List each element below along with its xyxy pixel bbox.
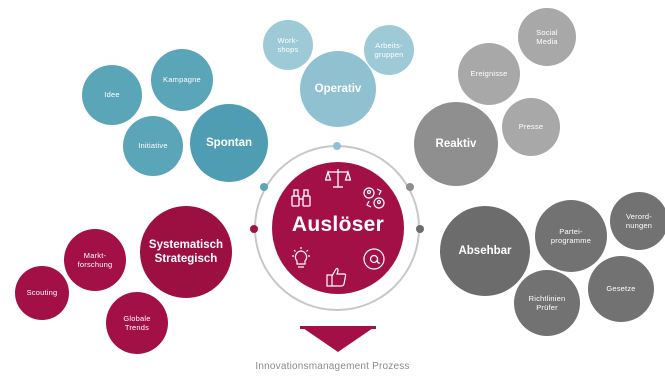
- ring-dot-upper-left: [260, 183, 268, 191]
- binoculars-icon: [291, 189, 311, 207]
- bubble-workshops: Work- shops: [263, 20, 313, 70]
- bubble-reaktiv: Reaktiv: [414, 102, 498, 186]
- bubble-scouting: Scouting: [15, 266, 69, 320]
- ring-dot-left: [250, 225, 258, 233]
- bubble-social-media: Social Media: [518, 8, 576, 66]
- lightbulb-icon: [292, 247, 310, 268]
- bubble-absehbar: Absehbar: [440, 206, 530, 296]
- bubble-initiative: Initiative: [123, 116, 183, 176]
- bubble-spontan: Spontan: [190, 104, 268, 182]
- bubble-gesetze: Gesetze: [588, 256, 654, 322]
- bubble-globale-trends: Globale Trends: [106, 292, 168, 354]
- bubble-marktforschung: Markt- forschung: [64, 229, 126, 291]
- bubble-kampagne: Kampagne: [151, 49, 213, 111]
- ring-dot-right: [416, 225, 424, 233]
- at-sign-icon: [363, 248, 385, 270]
- bubble-arbeitsgruppen: Arbeits- gruppen: [364, 25, 414, 75]
- bubble-parteiprogramme: Partei- programme: [535, 200, 607, 272]
- process-arrow: [300, 326, 376, 352]
- bubble-systematisch-strategisch: Systematisch Strategisch: [140, 206, 232, 298]
- bubble-verordnungen: Verord- nungen: [610, 192, 665, 250]
- center-title: Auslöser: [291, 213, 385, 236]
- scales-icon: [325, 169, 351, 188]
- caption: Innovationsmanagement Prozess: [255, 361, 410, 372]
- bubble-richtlinien-pruefer: Richtlinien Prüfer: [514, 270, 580, 336]
- ring-dot-top: [333, 142, 341, 150]
- people-exchange-icon: [363, 187, 385, 209]
- bubble-ereignisse: Ereignisse: [458, 43, 520, 105]
- ring-dot-upper-right: [406, 183, 414, 191]
- bubble-idee: Idee: [82, 65, 142, 125]
- thumbs-up-icon: [326, 267, 347, 287]
- bubble-operativ: Operativ: [300, 51, 376, 127]
- bubble-presse: Presse: [502, 98, 560, 156]
